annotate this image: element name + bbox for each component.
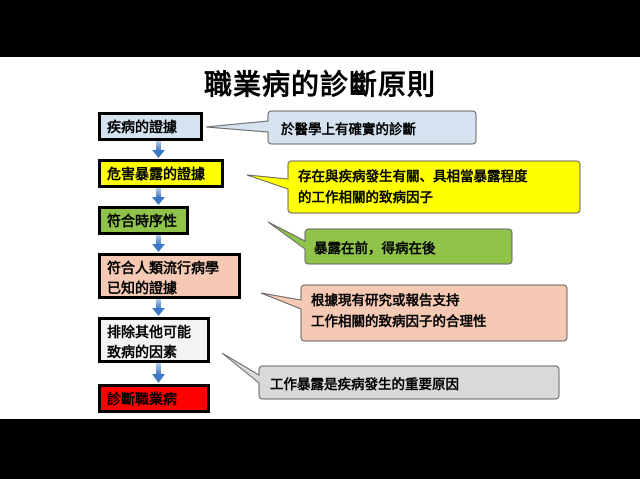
callout-line: 工作相關的致病因子的合理性	[311, 314, 487, 330]
step-exclude-other-causes: 排除其他可能 致病的因素	[98, 317, 210, 363]
callout-line: 暴露在前，得病在後	[314, 241, 436, 257]
callout-line: 根據現有研究或報告支持	[311, 293, 460, 309]
callout-text: 工作暴露是疾病發生的重要原因	[270, 373, 459, 393]
callout-text: 根據現有研究或報告支持 工作相關的致病因子的合理性	[311, 291, 487, 333]
callout-text: 存在與疾病發生有關、具相當暴露程度 的工作相關的致病因子	[298, 167, 528, 209]
down-arrow-icon	[152, 141, 165, 158]
step-label: 符合時序性	[107, 214, 177, 230]
step-label-line: 已知的證據	[107, 281, 177, 297]
callout-bubble	[205, 110, 477, 145]
down-arrow-icon	[152, 235, 165, 252]
step-label: 危害暴露的證據	[107, 167, 205, 183]
step-label: 診斷職業病	[107, 392, 177, 408]
callout-bubble	[246, 160, 581, 214]
callout-bubble	[267, 221, 513, 265]
slide-title: 職業病的診斷原則	[203, 68, 436, 101]
step-epidemiology: 符合人類流行病學 已知的證據	[98, 253, 241, 299]
callout-line: 於醫學上有確實的診斷	[281, 122, 416, 138]
down-arrow-icon	[152, 363, 165, 383]
down-arrow-icon	[152, 299, 165, 316]
callout-bubble	[260, 284, 568, 342]
down-arrow-icon	[152, 188, 165, 205]
step-exposure-evidence: 危害暴露的證據	[98, 159, 224, 188]
step-temporality: 符合時序性	[98, 206, 189, 235]
diagram-graphics	[152, 110, 581, 400]
callout-line: 的工作相關的致病因子	[298, 190, 433, 206]
callout-line: 存在與疾病發生有關、具相當暴露程度	[298, 169, 528, 185]
callout-text: 於醫學上有確實的診斷	[281, 118, 416, 138]
step-label: 疾病的證據	[107, 120, 177, 136]
step-disease-evidence: 疾病的證據	[98, 112, 203, 141]
step-diagnose-occupational-disease: 診斷職業病	[98, 384, 210, 413]
step-label-line: 致病的因素	[107, 345, 177, 361]
callout-text: 暴露在前，得病在後	[314, 237, 436, 257]
callout-line: 工作暴露是疾病發生的重要原因	[270, 377, 459, 393]
callout-bubble	[221, 352, 560, 400]
step-label-line: 符合人類流行病學	[107, 261, 219, 277]
slide: 職業病的診斷原則 疾病的證據 危害暴露的證據 符合時序性 符合人類流行病學 已知…	[0, 57, 640, 419]
step-label-line: 排除其他可能	[107, 325, 191, 341]
